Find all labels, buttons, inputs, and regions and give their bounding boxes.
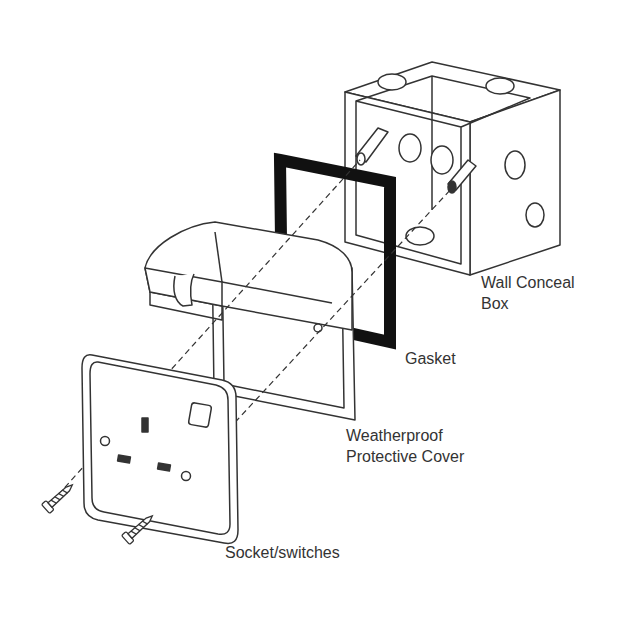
hood-edge — [222, 282, 332, 303]
knockout — [486, 78, 514, 94]
screw-post — [357, 153, 365, 165]
screws — [42, 480, 157, 544]
pin-slot — [158, 463, 171, 471]
socket-plate — [82, 355, 238, 544]
knockout — [431, 146, 453, 174]
knockout — [406, 227, 434, 245]
plate-back — [82, 355, 238, 544]
screw-thread — [131, 520, 148, 536]
knockout — [505, 151, 525, 179]
screw — [122, 511, 157, 544]
cover-screw — [314, 324, 322, 332]
hood-edge — [215, 232, 222, 282]
part-label: Wall Conceal Box — [481, 272, 591, 314]
fixing-hole — [182, 472, 191, 481]
pin-slot — [118, 455, 131, 463]
screw — [42, 480, 77, 513]
switch-rocker — [188, 402, 212, 427]
fixing-hole — [101, 437, 110, 446]
cover-hood-side — [145, 268, 222, 306]
box-inner — [431, 76, 433, 210]
screw-shaft — [48, 483, 74, 508]
screw-shaft — [128, 514, 154, 539]
wall-box — [345, 62, 560, 275]
box-front — [345, 92, 470, 275]
part-label: Socket/switches — [225, 542, 385, 563]
earth-slot — [142, 418, 148, 432]
part-label: Gasket — [405, 348, 495, 369]
cover-hood — [145, 222, 352, 330]
screw-thread — [51, 489, 68, 505]
plate-face — [90, 362, 230, 534]
part-label: Weatherproof Protective Cover — [346, 425, 481, 467]
cable-notch — [174, 274, 194, 306]
knockout — [378, 74, 406, 90]
knockout — [399, 134, 421, 162]
knockout — [526, 203, 544, 227]
